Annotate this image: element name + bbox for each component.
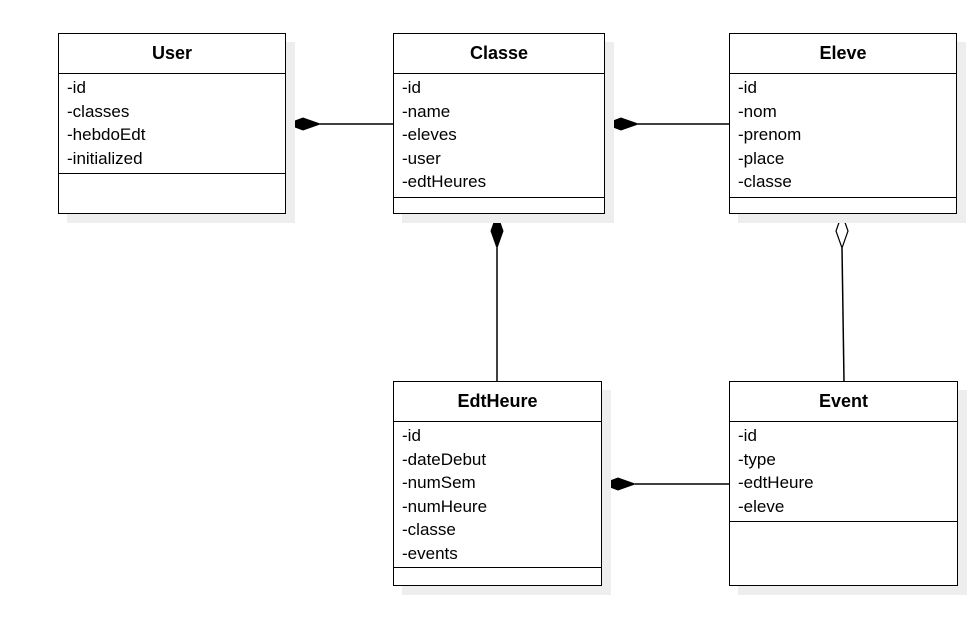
attribute: -eleve [738, 496, 785, 516]
connector-event-eleve [841, 247, 845, 382]
composition-diamond-user [285, 117, 322, 131]
attribute: -classe [402, 520, 456, 539]
class-user-attributes: -id -classes -hebdoEdt -initialized [59, 74, 285, 174]
attribute: -hebdoEdt [67, 125, 146, 144]
composition-diamond-classe-right [603, 117, 640, 131]
attribute: -id [67, 78, 86, 97]
class-event-title: Event [730, 382, 957, 422]
attribute: -name [402, 101, 451, 121]
attribute: -id [738, 78, 757, 97]
attribute: -eleves [402, 125, 457, 144]
attribute: -id [402, 426, 421, 445]
composition-diamond-classe-bottom [490, 212, 504, 250]
composition-diamond-edtheure [600, 477, 637, 491]
attribute: -dateDebut [402, 449, 487, 469]
attribute: -type [738, 449, 776, 469]
class-eleve-attributes: -id -nom -prenom -place -classe [730, 74, 956, 198]
class-event[interactable]: Event -id -type -edtHeure -eleve [729, 381, 958, 586]
class-classe-title: Classe [394, 34, 604, 74]
class-edtheure-attributes: -id -dateDebut -numSem -numHeure -classe… [394, 422, 601, 568]
class-eleve-title: Eleve [730, 34, 956, 74]
class-user[interactable]: User -id -classes -hebdoEdt -initialized [58, 33, 286, 214]
attribute: -classe [738, 172, 792, 191]
attribute: -nom [738, 101, 777, 121]
attribute: -events [402, 543, 458, 563]
attribute: -id [402, 78, 421, 97]
attribute: -id [738, 426, 757, 445]
class-classe-attributes: -id -name -eleves -user -edtHeures [394, 74, 604, 198]
attribute: -numSem [402, 473, 476, 492]
attribute: -edtHeures [402, 172, 487, 191]
class-classe[interactable]: Classe -id -name -eleves -user -edtHeure… [393, 33, 605, 214]
attribute: -user [402, 148, 441, 168]
attribute: -prenom [738, 125, 802, 144]
class-eleve[interactable]: Eleve -id -nom -prenom -place -classe [729, 33, 957, 214]
class-edtheure[interactable]: EdtHeure -id -dateDebut -numSem -numHeur… [393, 381, 602, 586]
class-event-attributes: -id -type -edtHeure -eleve [730, 422, 957, 522]
class-user-title: User [59, 34, 285, 74]
attribute: -classes [67, 101, 130, 121]
class-edtheure-title: EdtHeure [394, 382, 601, 422]
aggregation-diamond-eleve [835, 212, 849, 250]
attribute: -edtHeure [738, 473, 814, 492]
attribute: -place [738, 148, 785, 168]
attribute: -initialized [67, 148, 143, 168]
attribute: -numHeure [402, 496, 488, 516]
